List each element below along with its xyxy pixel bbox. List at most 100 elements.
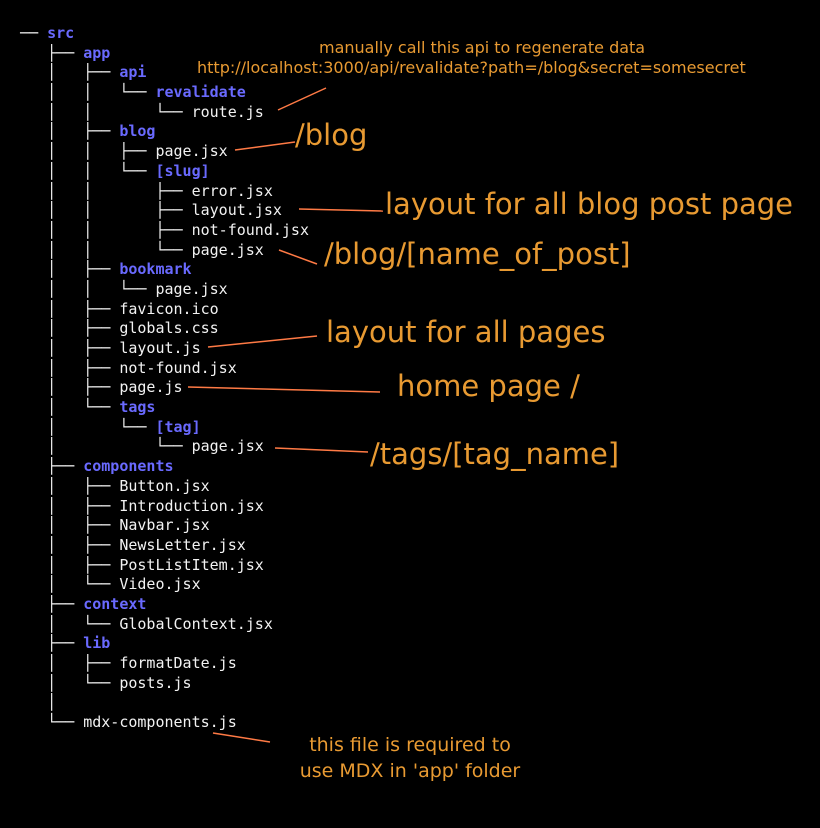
blog-route-note: /blog [295, 118, 368, 152]
tree-branch-lines: │ ├── [20, 358, 120, 377]
directory-name: context [83, 594, 147, 613]
tree-branch-lines: │ ├── [20, 496, 120, 515]
tree-branch-lines: │ ├── [20, 516, 120, 535]
tree-branch-lines: │ └── [20, 614, 120, 633]
directory-name: api [119, 63, 147, 82]
tree-file-row: │ └── page.jsx [20, 437, 309, 457]
tree-file-row: │ ├── page.js [20, 378, 309, 398]
directory-name: [tag] [155, 417, 201, 436]
file-name: formatDate.js [119, 654, 237, 672]
connector-mdx-note [212, 732, 271, 743]
tree-branch-lines: │ ├── [20, 122, 120, 141]
tree-branch-lines: │ ├── [20, 319, 120, 338]
tree-file-row: │ │ ├── layout.jsx [20, 201, 309, 221]
tree-branch-lines: │ ├── [20, 63, 120, 82]
directory-name: tags [119, 398, 156, 417]
file-name: page.jsx [155, 142, 228, 161]
file-name: page.js [119, 378, 183, 397]
file-name: mdx-components.js [83, 713, 237, 732]
directory-name: src [47, 24, 75, 42]
tree-file-row: │ │ ├── not-found.jsx [20, 221, 309, 241]
tree-branch-lines: │ │ ├── [20, 201, 192, 220]
file-name: NewsLetter.jsx [119, 535, 246, 554]
tree-branch-lines: │ ├── [20, 339, 120, 357]
tree-branch-lines: │ [20, 693, 57, 712]
tree-file-row: │ └── posts.js [20, 674, 309, 694]
tree-branch-lines: │ └── [20, 417, 156, 436]
file-name: error.jsx [191, 181, 273, 200]
tree-file-row: │ └── Video.jsx [20, 575, 309, 595]
tree-branch-lines: ├── [20, 43, 84, 62]
tree-file-row: │ │ ├── page.jsx [20, 142, 309, 162]
mdx-note: this file is required to use MDX in 'app… [260, 732, 560, 784]
tree-directory-row: │ ├── blog [20, 122, 309, 142]
tree-branch-lines: └── [20, 713, 84, 732]
file-name: globals.css [119, 319, 219, 338]
file-name: layout.jsx [191, 201, 282, 220]
tree-directory-row: │ ├── api [20, 63, 309, 83]
tree-file-row: │ ├── Navbar.jsx [20, 516, 309, 536]
tree-branch-lines: │ │ └── [20, 161, 156, 180]
tree-branch-lines: │ └── [20, 575, 120, 594]
tree-branch-lines: │ │ └── [20, 279, 156, 298]
tree-file-row: │ ├── formatDate.js [20, 654, 309, 674]
tree-branch-lines: │ ├── [20, 555, 120, 574]
tree-file-row: │ │ └── page.jsx [20, 280, 309, 300]
tree-branch-lines: │ ├── [20, 299, 120, 318]
tree-directory-row: │ └── tags [20, 398, 309, 418]
tree-directory-row: │ ├── bookmark [20, 260, 309, 280]
blog-post-route-note: /blog/[name_of_post] [324, 237, 631, 271]
directory-name: app [83, 43, 111, 62]
file-name: page.jsx [191, 437, 264, 456]
tree-branch-lines: │ │ └── [20, 240, 192, 259]
api-note-line1: manually call this api to regenerate dat… [319, 38, 646, 57]
tree-branch-lines: │ ├── [20, 654, 120, 672]
file-name: PostListItem.jsx [119, 555, 264, 574]
root-layout-note: layout for all pages [326, 315, 606, 349]
tree-directory-row: ├── components [20, 457, 309, 477]
api-note-line2: http://localhost:3000/api/revalidate?pat… [197, 58, 746, 77]
mdx-note-line2: use MDX in 'app' folder [299, 760, 521, 782]
tree-branch-lines: │ └── [20, 398, 120, 417]
file-name: posts.js [119, 673, 192, 692]
connector-tags-route [274, 447, 369, 453]
tree-file-row: │ │ └── route.js [20, 103, 309, 123]
tree-branch-lines: ├── [20, 594, 84, 613]
file-name: page.jsx [155, 279, 228, 298]
directory-name: [slug] [155, 161, 210, 180]
file-name: not-found.jsx [119, 358, 237, 377]
tree-file-row: │ └── GlobalContext.jsx [20, 615, 309, 635]
file-name: Introduction.jsx [119, 496, 264, 515]
tree-file-row: │ ├── Button.jsx [20, 477, 309, 497]
tree-file-row: └── mdx-components.js [20, 713, 309, 733]
tree-file-row: │ ├── PostListItem.jsx [20, 556, 309, 576]
tree-branch-lines: │ ├── [20, 378, 120, 397]
connector-root-layout [207, 335, 318, 348]
tree-file-row: │ ├── layout.js [20, 339, 309, 359]
tree-file-row: │ ├── NewsLetter.jsx [20, 536, 309, 556]
tree-file-row: │ ├── Introduction.jsx [20, 497, 309, 517]
file-name: Button.jsx [119, 476, 210, 495]
tree-directory-row: ── src [20, 24, 309, 44]
tree-branch-lines: ├── [20, 457, 84, 476]
tree-directory-row: │ │ └── [slug] [20, 162, 309, 182]
tree-branch-lines: │ │ ├── [20, 220, 192, 239]
tree-directory-row: ├── context [20, 595, 309, 615]
mdx-note-line1: this file is required to [309, 734, 511, 756]
tree-branch-lines: │ ├── [20, 476, 120, 495]
tree-file-row: │ │ ├── error.jsx [20, 182, 309, 202]
tree-branch-lines: │ ├── [20, 535, 120, 554]
blog-layout-note: layout for all blog post page [385, 187, 794, 221]
file-name: layout.js [119, 339, 201, 357]
file-name: GlobalContext.jsx [119, 614, 273, 633]
directory-name: lib [83, 634, 111, 653]
tree-file-row: │ ├── favicon.ico [20, 300, 309, 320]
home-page-note: home page / [397, 369, 580, 403]
connector-api-note [277, 87, 327, 111]
tree-file-row: │ ├── globals.css [20, 319, 309, 339]
tree-directory-row: ├── app [20, 44, 309, 64]
connector-blog-route [234, 141, 296, 151]
tree-directory-row: │ │ └── revalidate [20, 83, 309, 103]
tags-route-note: /tags/[tag_name] [370, 437, 620, 471]
